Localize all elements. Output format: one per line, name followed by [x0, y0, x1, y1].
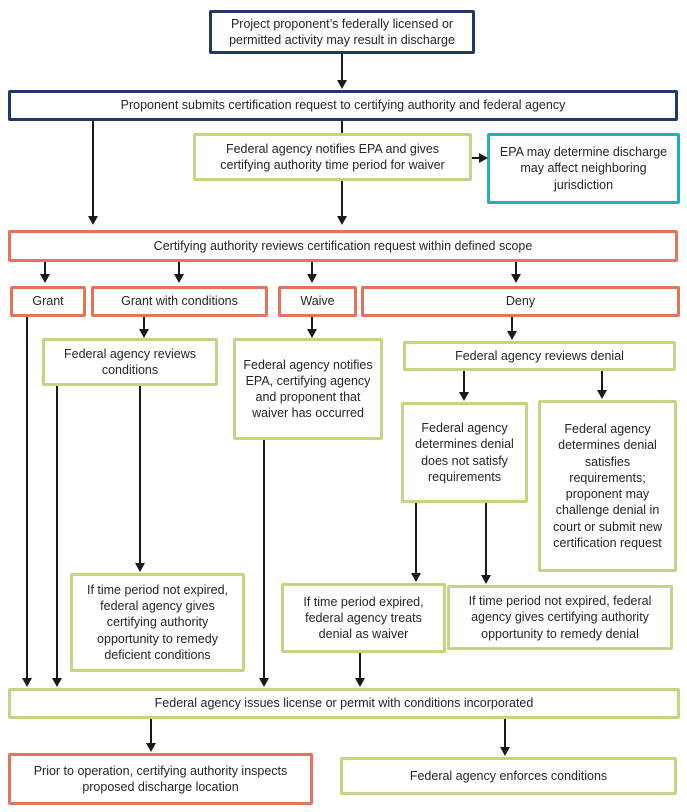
node-issues-license: Federal agency issues license or permit … — [8, 688, 680, 719]
arrowhead — [355, 678, 365, 687]
arrow-deny-to-reviews-denial — [511, 317, 513, 331]
arrow-submit-to-review — [92, 121, 94, 216]
arrowhead — [52, 678, 62, 687]
node-grant-with-conditions: Grant with conditions — [91, 286, 268, 317]
arrow-waiver-occurred-to-issues — [263, 440, 265, 678]
line-submit-to-notify — [341, 121, 343, 133]
arrowhead — [139, 329, 149, 338]
arrowhead — [135, 563, 145, 572]
arrow-notify-to-epa — [472, 157, 480, 159]
arrowhead — [337, 216, 347, 225]
arrow-issues-to-enforces — [504, 719, 506, 747]
node-inspects: Prior to operation, certifying authority… — [8, 753, 313, 805]
arrowhead — [597, 390, 607, 399]
node-start: Project proponent’s federally licensed o… — [209, 10, 475, 54]
node-denial-as-waiver: If time period expired, federal agency t… — [281, 583, 446, 653]
node-reviews-denial: Federal agency reviews denial — [403, 341, 676, 371]
node-denial-satisfies: Federal agency determines denial satisfi… — [538, 400, 677, 572]
node-waive: Waive — [278, 286, 357, 317]
arrow-notify-to-review — [341, 181, 343, 216]
arrowhead — [307, 274, 317, 283]
arrow-denial-as-waiver-to-issues — [359, 653, 361, 678]
arrow-review-to-waive — [311, 262, 313, 274]
arrowhead — [459, 392, 469, 401]
arrowhead — [174, 274, 184, 283]
node-remedy-denial: If time period not expired, federal agen… — [447, 585, 673, 650]
node-epa-determine: EPA may determine discharge may affect n… — [487, 133, 680, 204]
node-deny: Deny — [361, 286, 680, 317]
arrow-review-to-grant-conditions — [178, 262, 180, 274]
arrow-issues-to-inspects — [150, 719, 152, 743]
node-notify-epa: Federal agency notifies EPA and gives ce… — [193, 133, 472, 181]
node-denial-not-satisfy: Federal agency determines denial does no… — [401, 402, 528, 503]
arrow-start-to-submit — [341, 54, 343, 80]
arrowhead — [259, 678, 269, 687]
arrow-review-to-grant — [44, 262, 46, 274]
arrowhead — [511, 274, 521, 283]
arrowhead — [88, 216, 98, 225]
node-grant: Grant — [10, 286, 86, 317]
node-submit-request: Proponent submits certification request … — [8, 90, 678, 121]
arrowhead — [337, 80, 347, 89]
arrowhead — [411, 573, 421, 582]
arrow-grantcond-to-reviews-conditions — [143, 317, 145, 329]
arrowhead-right — [479, 153, 488, 163]
arrowhead — [146, 743, 156, 752]
arrow-waive-to-waiver-occurred — [311, 317, 313, 329]
node-enforces: Federal agency enforces conditions — [340, 757, 677, 795]
arrow-reviews-denial-to-not-satisfy — [463, 371, 465, 392]
node-waiver-occurred: Federal agency notifies EPA, certifying … — [233, 338, 383, 440]
arrow-reviews-conditions-to-issues — [56, 386, 58, 678]
arrowhead — [507, 331, 517, 340]
arrowhead — [307, 329, 317, 338]
arrowhead — [40, 274, 50, 283]
arrowhead — [22, 678, 32, 687]
arrowhead — [481, 575, 491, 584]
node-remedy-deficient: If time period not expired, federal agen… — [70, 573, 245, 672]
arrow-not-satisfy-to-denial-as-waiver — [415, 503, 417, 573]
arrow-not-satisfy-to-remedy-denial — [485, 503, 487, 575]
arrowhead — [500, 747, 510, 756]
arrow-grant-to-issues — [26, 317, 28, 678]
arrow-reviews-conditions-to-remedy-deficient — [139, 386, 141, 563]
arrow-review-to-deny — [515, 262, 517, 274]
arrow-reviews-denial-to-satisfies — [601, 371, 603, 390]
node-reviews-conditions: Federal agency reviews conditions — [42, 338, 218, 386]
node-review-scope: Certifying authority reviews certificati… — [8, 230, 678, 262]
